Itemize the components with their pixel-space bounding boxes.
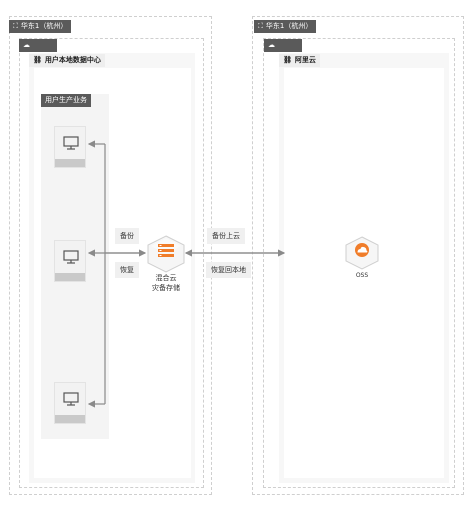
region-left-title: 华东1（杭州） <box>20 22 68 30</box>
region-right-tag: ⛶ 华东1（杭州） <box>254 20 317 33</box>
oss-icon <box>345 236 379 270</box>
server-base <box>55 273 85 281</box>
cloud-icon: ☁ <box>268 41 275 49</box>
region-right <box>252 16 464 495</box>
region-icon: ⛶ <box>13 22 18 30</box>
server-3 <box>54 382 86 424</box>
server-base <box>55 159 85 167</box>
aliyun-inner <box>284 68 444 478</box>
server-base <box>55 415 85 423</box>
region-left-tag: ⛶ 华东1（杭州） <box>9 20 72 33</box>
restore-label: 恢复 <box>115 262 139 278</box>
link-icon: ⛓ <box>283 56 292 64</box>
hybrid-storage-caption-2: 灾备存储 <box>152 284 180 292</box>
cloud-icon: ☁ <box>23 41 30 49</box>
aliyun-title: 阿里云 <box>294 56 316 64</box>
region-icon: ⛶ <box>258 22 263 30</box>
cloud-group-right <box>263 38 455 488</box>
restore-to-local-label: 恢复回本地 <box>206 262 251 278</box>
datacenter-title: 用户本地数据中心 <box>44 56 101 64</box>
backup-label: 备份 <box>115 228 139 244</box>
aliyun-tag: ⛓ 阿里云 <box>279 54 320 67</box>
hybrid-storage-caption-1: 混合云 <box>155 274 177 282</box>
backup-to-cloud-label: 备份上云 <box>207 228 245 244</box>
server-2 <box>54 240 86 282</box>
region-left <box>9 16 212 495</box>
backup-bus <box>87 140 147 408</box>
oss-caption: OSS <box>355 272 369 279</box>
cloud-tag-left: ☁ <box>19 39 57 52</box>
region-right-title: 华东1（杭州） <box>265 22 313 30</box>
hybrid-storage-icon <box>147 235 185 273</box>
monitor-icon <box>63 392 79 406</box>
cloud-group-left <box>19 38 204 488</box>
production-title: 用户生产业务 <box>45 96 87 104</box>
cloud-tag-right: ☁ <box>264 39 302 52</box>
server-1 <box>54 126 86 168</box>
production-tag: 用户生产业务 <box>41 94 91 107</box>
datacenter-tag: ⛓ 用户本地数据中心 <box>29 54 105 67</box>
monitor-icon <box>63 250 79 264</box>
link-icon: ⛓ <box>33 56 42 64</box>
monitor-icon <box>63 136 79 150</box>
